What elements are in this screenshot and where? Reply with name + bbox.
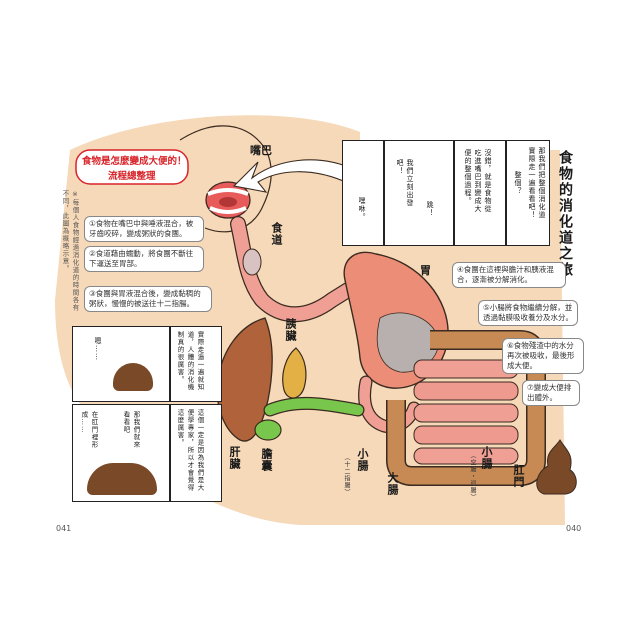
comic-speech: 嘿咻。 [358, 197, 366, 221]
comic-panel-top-3: 沒錯，就是食物從吃進嘴巴到變成大便的整個過程。 [454, 140, 506, 246]
journey-arrow [232, 159, 357, 193]
label-jejunum-note: （空腸・迴腸） [469, 452, 476, 501]
comic-speech: 整個？ [514, 171, 522, 195]
headline-box [75, 149, 189, 185]
label-small-intestine: 小腸 [356, 448, 369, 472]
page-number-left: 041 [56, 524, 72, 533]
small-intestine-coils [413, 359, 519, 465]
comic-panel-top-4: 那我們把整個消化道實際走一遍看看吧！ 整個？ [506, 140, 550, 246]
label-liver: 肝臟 [228, 446, 241, 470]
mouth-illustration [205, 181, 251, 219]
headline-line1: 食物是怎麼變成大便的！ [82, 156, 187, 167]
step-5: ⑤小腸將食物繼續分解，並透過黏膜吸收養分及水分。 [478, 299, 578, 326]
comic-panel-left-1: 嗯…… [72, 326, 170, 402]
comic-speech: 我們立刻出發吧！ [396, 159, 414, 207]
headline-line2: 流程總整理 [108, 171, 156, 182]
label-large-intestine: 大腸 [386, 472, 399, 496]
feces-character [87, 463, 157, 495]
gallbladder-shape [254, 419, 282, 441]
comic-speech: 實際走過一遍就知道，人體的消化機制真的很厲害。 [176, 331, 204, 391]
page-number-right: 040 [566, 524, 582, 533]
margin-note: ※每個人食物經過消化道的時間各有不同，此圖為概略示意。 [61, 190, 79, 312]
feces-character [113, 363, 153, 391]
step-3: ③食團與胃液混合後，變成黏稠的粥狀，慢慢的被送往十二指腸。 [84, 285, 212, 312]
label-anus: 肛門 [512, 464, 525, 488]
comic-panel-left-3: 在肛門裡形成…… 那我們就來看看吧 [72, 404, 170, 502]
label-pancreas: 胰臟 [284, 318, 297, 342]
step-1: ①食物在嘴巴中與唾液混合，被牙齒咬碎，變成粥狀的食團。 [84, 215, 204, 242]
label-duodenum-note: （十二指腸） [343, 454, 350, 496]
comic-speech: 沒錯，就是食物從吃進嘴巴到變成大便的整個過程。 [464, 149, 492, 213]
step-7: ⑦變成大便排出體外。 [522, 379, 580, 406]
feces-anus [536, 439, 577, 495]
comic-speech: 那我們就來看看吧 [122, 411, 140, 449]
label-mouth: 嘴巴 [250, 144, 272, 157]
side-title: 食物的消化道之旅 [557, 150, 573, 278]
label-small-intestine-2: 小腸 [480, 446, 493, 470]
label-gallbladder: 膽囊 [260, 448, 273, 472]
duodenum-inner [359, 376, 420, 433]
comic-speech: 在肛門裡形成…… [80, 411, 98, 449]
step-2: ②食道藉由蠕動，將食團不斷往下運送至胃部。 [84, 245, 204, 272]
bile-duct-inner [264, 398, 364, 416]
comic-speech: 跳！ [426, 201, 434, 217]
comic-panel-left-4: 這個一定是因為我們是大便學專家，所以才會覺得這麼厲害。 [170, 404, 222, 502]
esophagus-inner [231, 217, 355, 321]
liver-shape [216, 317, 273, 442]
step-6: ⑥食物殘渣中的水分再次被吸收，最後形成大便。 [502, 337, 584, 374]
comic-panel-top-1: 嘿咻。 [342, 140, 384, 246]
step-4: ④食團在這裡與膽汁和胰液混合，逐漸被分解消化。 [452, 261, 566, 288]
food-bolus [242, 248, 262, 276]
comic-speech: 嗯…… [94, 337, 102, 361]
comic-panel-left-2: 實際走過一遍就知道，人體的消化機制真的很厲害。 [170, 326, 222, 402]
comic-panel-top-2: 我們立刻出發吧！ 跳！ [384, 140, 454, 246]
label-esophagus: 食道 [270, 222, 283, 246]
comic-speech: 那我們把整個消化道實際走一遍看看吧！ [528, 147, 546, 219]
label-stomach: 胃 [420, 264, 431, 277]
comic-speech: 這個一定是因為我們是大便學專家，所以才會覺得這麼厲害。 [176, 409, 204, 492]
